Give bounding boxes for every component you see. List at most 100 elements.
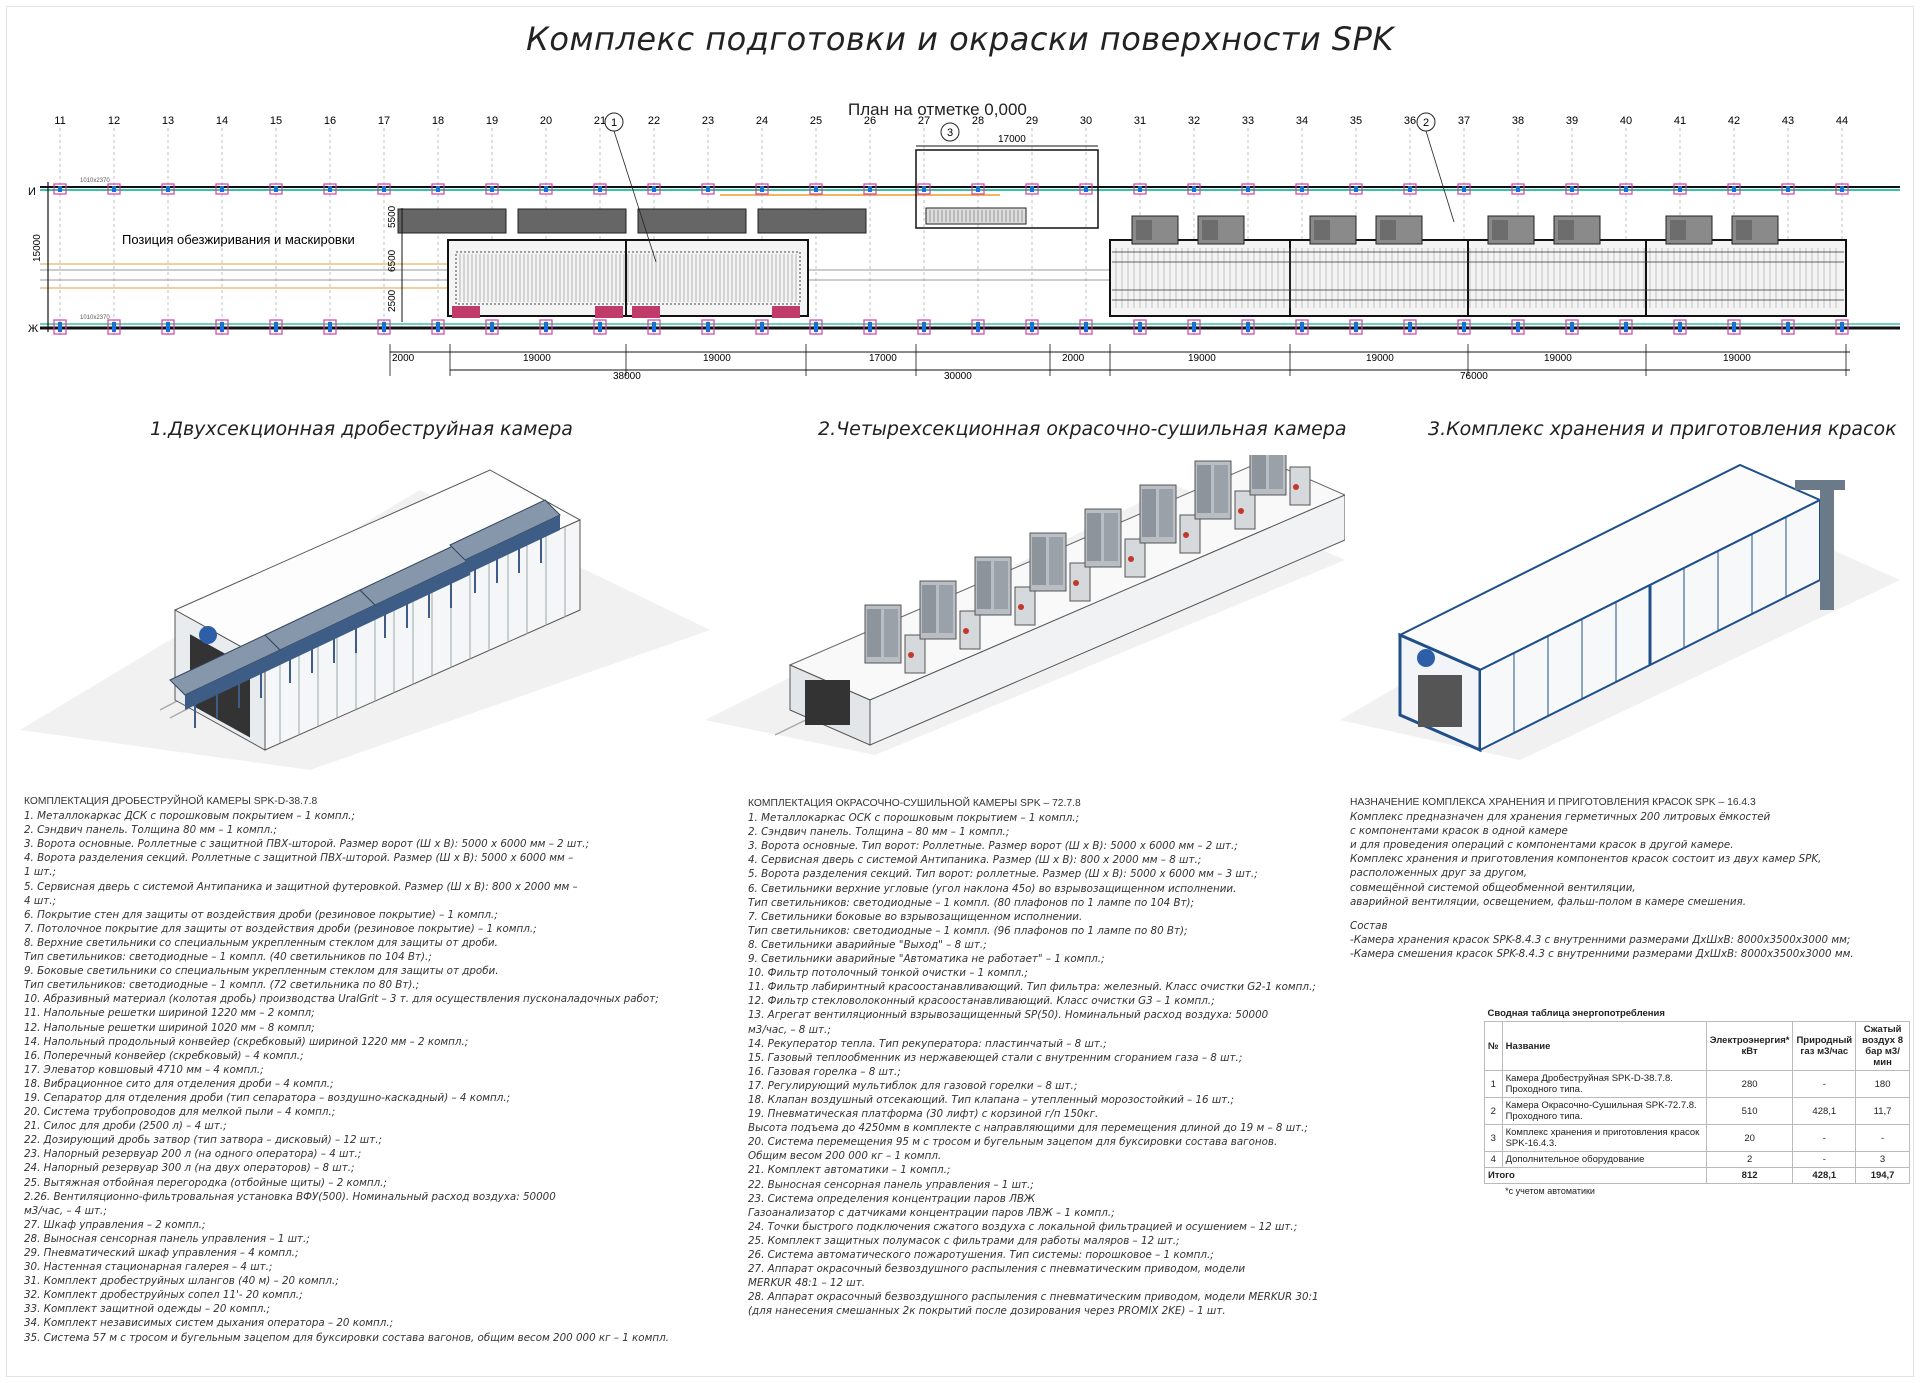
axis-marker: 15 bbox=[269, 115, 283, 337]
dim-19000: 19000 bbox=[1366, 353, 1394, 364]
equipment-block bbox=[637, 208, 747, 234]
spec-line: 20. Система трубопроводов для мелкой пыл… bbox=[24, 1106, 336, 1119]
description-line: расположенных друг за другом, bbox=[1350, 867, 1527, 880]
spec-line: 16. Газовая горелка – 8 шт.; bbox=[748, 1065, 901, 1078]
spec-line: 15. Газовый теплообменник из нержавеющей… bbox=[748, 1051, 1243, 1064]
storage-heading: НАЗНАЧЕНИЕ КОМПЛЕКСА ХРАНЕНИЯ И ПРИГОТОВ… bbox=[1350, 797, 1756, 808]
axis-label: 39 bbox=[1566, 115, 1578, 127]
cell-air: 3 bbox=[1855, 1151, 1910, 1168]
paint-ventilation-units bbox=[1131, 215, 1779, 245]
spec-line: 19. Пневматическая платформа (30 лифт) с… bbox=[748, 1108, 1099, 1121]
cell-total-air: 194,7 bbox=[1855, 1167, 1910, 1184]
cell-no: 2 bbox=[1484, 1097, 1503, 1125]
spec-line: 9. Светильники аварийные "Автоматика не … bbox=[748, 953, 1105, 966]
spec-line: 20. Система перемещения 95 м с тросом и … bbox=[748, 1136, 1278, 1149]
dim-19000: 19000 bbox=[523, 353, 551, 364]
section-title-storage: 3.Комплекс хранения и приготовления крас… bbox=[1428, 418, 1897, 440]
spec-line: 18. Вибрационное сито для отделения дроб… bbox=[24, 1077, 334, 1090]
dim-5500: 5500 bbox=[387, 205, 398, 228]
composition-line: -Камера хранения красок SPK-8.4.3 с внут… bbox=[1350, 933, 1851, 946]
equipment-block bbox=[757, 208, 867, 234]
col-header-elec: Электроэнергия* кВт bbox=[1705, 1021, 1794, 1071]
dim-76000: 76000 bbox=[1460, 371, 1488, 382]
table-row: 2 Камера Окрасочно-Сушильная SPK-72.7.8.… bbox=[1484, 1097, 1910, 1125]
axis-label: 43 bbox=[1782, 115, 1794, 127]
axis-label: 31 bbox=[1134, 115, 1146, 127]
axis-label: 16 bbox=[324, 115, 336, 127]
sheet-frame bbox=[6, 6, 1914, 1377]
axis-marker: 12 bbox=[107, 115, 121, 337]
storage-illustration bbox=[1340, 463, 1900, 760]
equipment-marker bbox=[452, 306, 480, 318]
col-header-no: № bbox=[1484, 1021, 1503, 1071]
spec-line: 12. Напольные решетки шириной 1020 мм – … bbox=[24, 1021, 315, 1034]
axis-label: 32 bbox=[1188, 115, 1200, 127]
axis-marker: 30 bbox=[1079, 115, 1093, 337]
spec-line: 5. Ворота разделения секций. Тип ворот: … bbox=[748, 868, 1258, 881]
col-header-gas: Природный газ м3/час bbox=[1792, 1021, 1857, 1071]
axis-marker: 27 bbox=[917, 115, 931, 337]
row-label-zh: Ж bbox=[28, 323, 38, 335]
axis-label: 13 bbox=[162, 115, 174, 127]
dim-2500: 2500 bbox=[387, 289, 398, 312]
spec-line: 12. Фильтр стекловолоконный красоостанав… bbox=[748, 995, 1215, 1008]
svg-text:2: 2 bbox=[1423, 117, 1429, 129]
axis-label: 42 bbox=[1728, 115, 1740, 127]
blast-chamber-illustration bbox=[20, 469, 710, 770]
row-label-i: И bbox=[28, 186, 36, 198]
equipment-block bbox=[517, 208, 627, 234]
equipment-marker bbox=[772, 306, 800, 318]
spec-line: 24. Напорный резервуар 300 л (на двух оп… bbox=[24, 1162, 355, 1175]
callout-2: 2 bbox=[1416, 112, 1455, 223]
equipment-marker bbox=[595, 306, 623, 318]
dim-30000: 30000 bbox=[944, 371, 972, 382]
paint-chamber-illustration bbox=[705, 455, 1345, 755]
spec-line: м3/час, – 4 шт.; bbox=[24, 1204, 107, 1217]
dim-2000: 2000 bbox=[1062, 353, 1085, 364]
axis-label: 12 bbox=[108, 115, 120, 127]
spec-line: 24. Точки быстрого подключения сжатого в… bbox=[748, 1220, 1298, 1233]
cell-name: Дополнительное оборудование bbox=[1501, 1151, 1707, 1168]
dim-19000: 19000 bbox=[703, 353, 731, 364]
blast-chamber-grate bbox=[455, 251, 801, 305]
spec-line: 4. Сервисная дверь с системой Антипаника… bbox=[748, 854, 1202, 867]
plan-title: План на отметке 0,000 bbox=[848, 100, 1027, 119]
dim-15000: 15000 bbox=[32, 234, 43, 262]
spec-line: 14. Рекуператор тепла. Тип рекуператора:… bbox=[748, 1037, 1107, 1050]
col-header-name: Название bbox=[1501, 1021, 1707, 1071]
cell-name: Камера Дробеструйная SPK-D-38.7.8. Прохо… bbox=[1501, 1070, 1707, 1098]
spec-line: 22. Выносная сенсорная панель управления… bbox=[748, 1178, 1034, 1191]
cell-total-elec: 812 bbox=[1705, 1167, 1794, 1184]
spec-line: 31. Комплект дробеструйных шлангов (40 м… bbox=[24, 1275, 339, 1288]
spec-line: Газоанализатор с датчиками концентрации … bbox=[748, 1206, 1115, 1219]
axis-label: 29 bbox=[1026, 115, 1038, 127]
axis-label: 34 bbox=[1296, 115, 1308, 127]
axis-label: 35 bbox=[1350, 115, 1362, 127]
page-title: Комплекс подготовки и окраски поверхност… bbox=[526, 20, 1394, 58]
spec-line: 1 шт.; bbox=[24, 866, 56, 879]
spec-line: 2. Сэндвич панель. Толщина – 80 мм – 1 к… bbox=[748, 826, 1010, 839]
position-label: Позиция обезжиривания и маскировки bbox=[122, 232, 355, 247]
spec-line: 14. Напольный продольный конвейер (скреб… bbox=[24, 1035, 469, 1048]
axis-label: 23 bbox=[702, 115, 714, 127]
axis-marker: 17 bbox=[377, 115, 391, 337]
paint-storage-plan bbox=[915, 149, 1099, 229]
paint-storage-room bbox=[925, 207, 1027, 225]
section-title-paint: 2.Четырехсекционная окрасочно-сушильная … bbox=[818, 418, 1347, 440]
spec-line: 7. Потолочное покрытие для защиты от воз… bbox=[24, 922, 537, 935]
spec-line: 25. Комплект защитных полумасок с фильтр… bbox=[748, 1234, 1180, 1247]
spec-line: 32. Комплект дробеструйных сопел 11'- 20… bbox=[24, 1289, 303, 1302]
axis-label: 26 bbox=[864, 115, 876, 127]
spec-line: 25. Вытяжная отбойная перегородка (отбой… bbox=[24, 1176, 387, 1189]
spec-line: Тип светильников: светодиодные – 1 компл… bbox=[24, 979, 420, 992]
spec-line: 1. Металлокаркас ОСК с порошковым покрыт… bbox=[748, 812, 1080, 825]
axis-label: 11 bbox=[54, 115, 65, 127]
spec-line: 2. Сэндвич панель. Толщина 80 мм – 1 ком… bbox=[24, 824, 277, 837]
spec-line: 23. Система определения концентрации пар… bbox=[748, 1192, 1035, 1205]
dim-6500: 6500 bbox=[387, 249, 398, 272]
table-total-row: Итого 812 428,1 194,7 bbox=[1484, 1167, 1910, 1184]
spec-line: 22. Дозирующий дробь затвор (тип затвора… bbox=[24, 1134, 382, 1147]
equipment-marker bbox=[632, 306, 660, 318]
cell-elec: 280 bbox=[1705, 1070, 1794, 1098]
spec-line: 9. Боковые светильники со специальным ук… bbox=[24, 965, 499, 978]
